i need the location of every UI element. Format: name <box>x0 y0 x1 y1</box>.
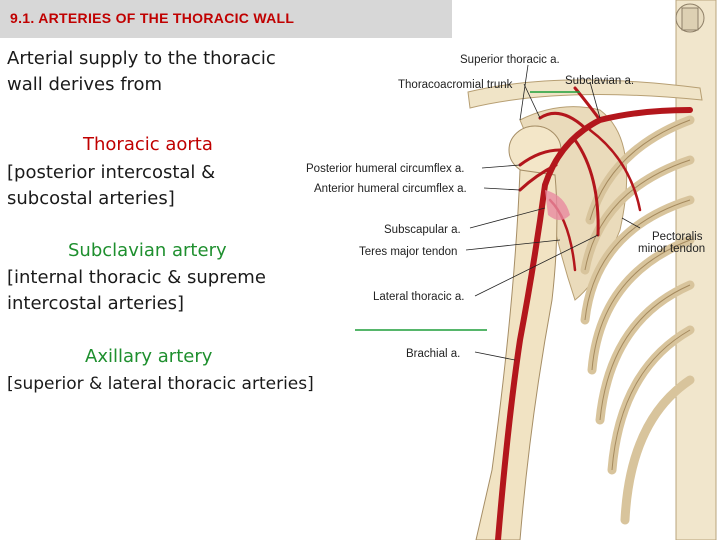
detail-subclavian-artery: [internal thoracic & supreme intercostal… <box>7 267 266 314</box>
label-subscapular: Subscapular a. <box>384 224 461 236</box>
label-subclavian: Subclavian a. <box>565 75 634 87</box>
heading-axillary-artery: Axillary artery <box>85 346 213 367</box>
clavicle-illustration <box>467 79 703 109</box>
label-brachial: Brachial a. <box>406 348 460 360</box>
slide-title: 9.1. ARTERIES OF THE THORACIC WALL <box>10 10 295 26</box>
detail-thoracic-aorta: [posterior intercostal & subcostal arter… <box>7 162 216 209</box>
anatomy-illustration: Superior thoracic a. Thoracoacromial tru… <box>306 0 717 540</box>
artery-network-illustration <box>495 86 693 540</box>
label-superior-thoracic: Superior thoracic a. <box>460 54 560 66</box>
heading-thoracic-aorta: Thoracic aorta <box>83 134 213 155</box>
label-lateral-thoracic: Lateral thoracic a. <box>373 291 464 303</box>
label-thoracoacromial-trunk: Thoracoacromial trunk <box>398 79 513 91</box>
label-pectoralis-line2: minor tendon <box>638 243 705 255</box>
label-anterior-humeral-circumflex: Anterior humeral circumflex a. <box>314 183 467 195</box>
detail-axillary-artery: [superior & lateral thoracic arteries] <box>7 374 314 394</box>
label-pectoralis-line1: Pectoralis <box>652 231 703 243</box>
heading-subclavian-artery: Subclavian artery <box>68 240 227 261</box>
title-bar: 9.1. ARTERIES OF THE THORACIC WALL <box>0 0 452 38</box>
spine-illustration <box>675 0 717 540</box>
intro-text: Arterial supply to the thoracic wall der… <box>7 48 276 95</box>
label-teres-major-tendon: Teres major tendon <box>359 246 457 258</box>
label-posterior-humeral-circumflex: Posterior humeral circumflex a. <box>306 163 465 175</box>
